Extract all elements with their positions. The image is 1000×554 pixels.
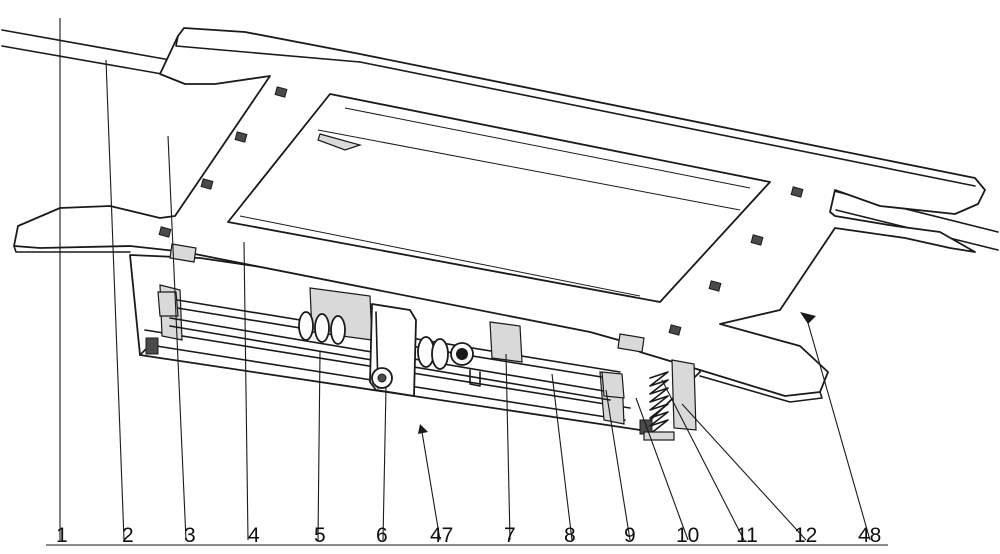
callout-7: 7 (504, 524, 516, 547)
callout-2: 2 (122, 524, 134, 547)
callout-1: 1 (56, 524, 68, 547)
leader-48 (806, 316, 870, 540)
callout-labels: 1 2 3 4 5 6 47 7 8 9 10 11 12 48 (56, 524, 881, 547)
callout-12: 12 (794, 524, 817, 547)
callout-3: 3 (184, 524, 196, 547)
callout-47: 47 (430, 524, 453, 547)
leader-11 (662, 380, 744, 540)
arrowhead-48 (800, 312, 816, 324)
callout-6: 6 (376, 524, 388, 547)
callout-11: 11 (736, 524, 758, 547)
leader-12 (682, 404, 806, 540)
callout-4: 4 (248, 524, 260, 547)
leader-2 (106, 60, 124, 540)
callout-9: 9 (624, 524, 636, 547)
callout-8: 8 (564, 524, 576, 547)
callout-10: 10 (676, 524, 699, 547)
callout-48: 48 (858, 524, 881, 547)
leader-6 (383, 388, 386, 540)
arrowhead-47 (418, 424, 428, 434)
callout-5: 5 (314, 524, 326, 547)
